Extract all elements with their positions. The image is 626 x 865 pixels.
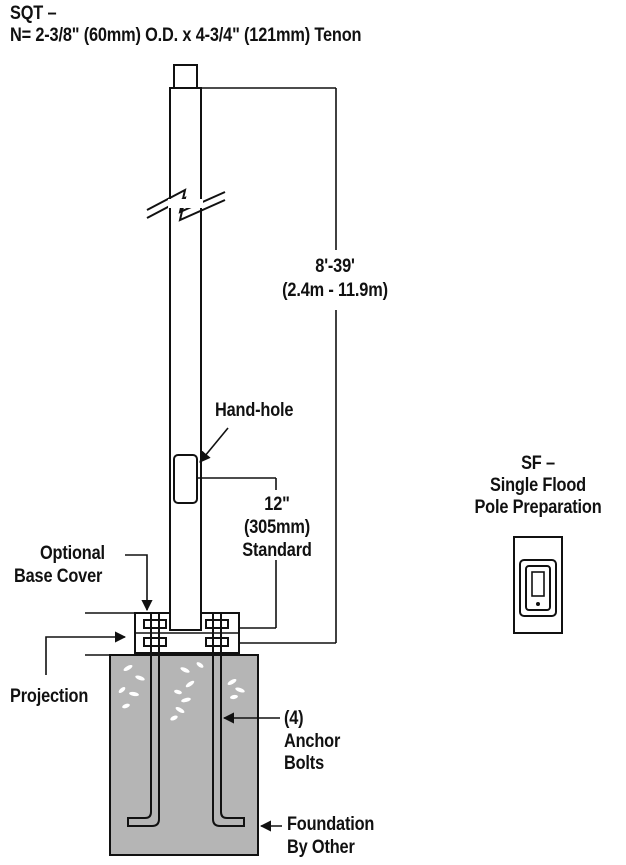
handhole-height-mm: (305mm): [243, 517, 311, 538]
anchor-bolts-count: (4): [284, 708, 304, 729]
sf-line-3: Pole Preparation: [474, 497, 602, 518]
base-cover-line-2: Base Cover: [14, 566, 103, 587]
tenon: [173, 64, 198, 89]
concrete-aggregate: [118, 662, 245, 721]
handhole-height-standard: Standard: [242, 540, 312, 561]
anchor-bolts-line-2: Anchor: [284, 731, 341, 752]
height-dimension-m: (2.4m - 11.9m): [282, 280, 388, 301]
sf-line-1: SF –: [521, 453, 555, 474]
foundation-block: [109, 654, 259, 856]
handhole-leader: [199, 427, 229, 463]
sf-pole-detail: [513, 536, 563, 634]
hand-hole: [173, 454, 198, 504]
handhole-height-in: 12": [264, 494, 290, 515]
base-cover-line-1: Optional: [40, 543, 105, 564]
title-line-1: SQT –: [10, 3, 57, 24]
base-cover-leader: [125, 554, 153, 612]
anchor-bolts-line-3: Bolts: [284, 753, 325, 774]
pole-shaft: [146, 64, 226, 631]
title-line-2: N= 2-3/8" (60mm) O.D. x 4-3/4" (121mm) T…: [10, 25, 362, 46]
projection-dimension: [45, 612, 135, 675]
projection-label: Projection: [10, 686, 89, 707]
anchor-nuts: [143, 613, 229, 653]
height-dimension-ft: 8'-39': [315, 256, 355, 277]
anchor-bolts: [127, 645, 245, 827]
sf-line-2: Single Flood: [490, 475, 586, 496]
height-dimension: [201, 87, 337, 644]
foundation-line-2: By Other: [287, 837, 355, 858]
handhole-label: Hand-hole: [215, 400, 294, 421]
handhole-dimension: [197, 477, 277, 629]
foundation-line-1: Foundation: [287, 814, 375, 835]
